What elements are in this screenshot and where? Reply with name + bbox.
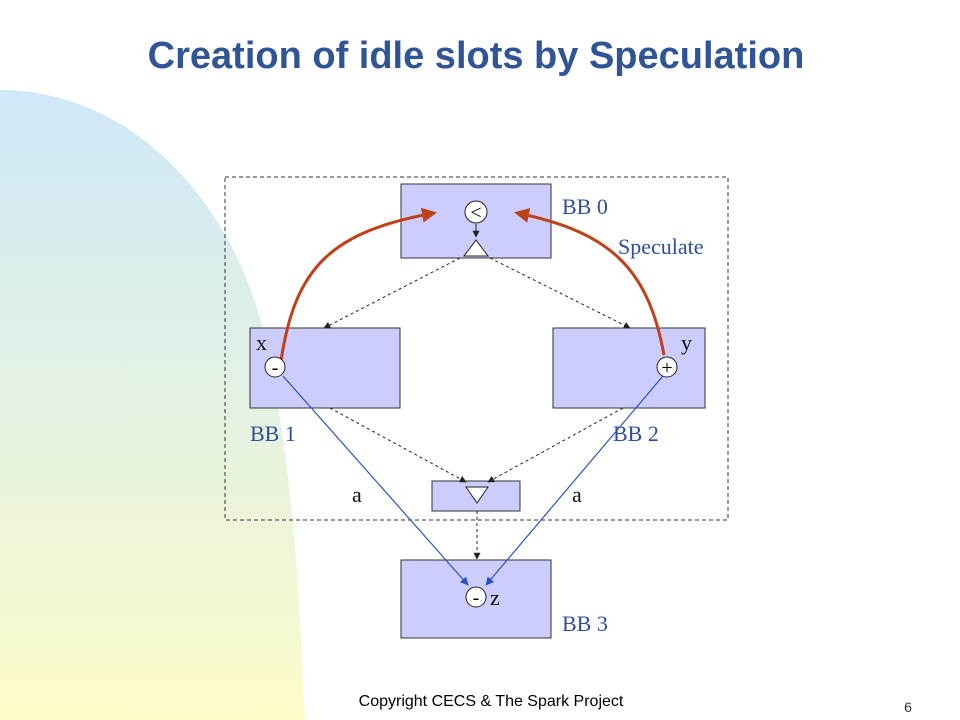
speculate-arrow-right	[514, 208, 666, 356]
var-z-label: z	[490, 585, 500, 610]
op-compare-node	[464, 200, 488, 224]
dataflow-minus-to-z	[282, 375, 469, 586]
var-a-left-label: a	[352, 482, 362, 507]
dataflow-plus-to-z	[485, 375, 664, 586]
join-triangle	[465, 486, 489, 504]
op-minus-node	[264, 356, 286, 378]
op-plus-label: +	[661, 357, 672, 379]
footer-copyright: Copyright CECS & The Spark Project	[359, 693, 624, 710]
op-minus-z-node	[465, 586, 487, 608]
block-bb1-label: BB 1	[250, 421, 296, 446]
op-compare-label: <	[470, 202, 481, 224]
block-bb0-label: BB 0	[562, 194, 608, 219]
page-number: 6	[904, 699, 912, 715]
block-bb2-label: BB 2	[613, 421, 659, 446]
branch-triangle	[463, 239, 489, 257]
speculate-annotation: Speculate	[618, 234, 704, 259]
speculation-region	[224, 176, 729, 521]
edge-bb0-bb1	[323, 257, 461, 329]
edge-bb2-join	[487, 407, 624, 483]
op-minus-label: -	[272, 357, 279, 379]
var-y-label: y	[681, 330, 692, 355]
slide-title: Creation of idle slots by Speculation	[148, 35, 805, 77]
var-x-label: x	[256, 330, 267, 355]
block-bb2	[552, 327, 706, 409]
op-plus-node	[656, 356, 678, 378]
var-a-right-label: a	[572, 482, 582, 507]
edge-bb1-join	[329, 407, 467, 483]
background-swoosh	[0, 90, 305, 720]
edge-bb0-bb2	[489, 257, 631, 329]
op-minus-z-label: -	[473, 587, 480, 609]
block-bb3-label: BB 3	[562, 611, 608, 636]
speculate-arrow-left	[279, 207, 437, 362]
